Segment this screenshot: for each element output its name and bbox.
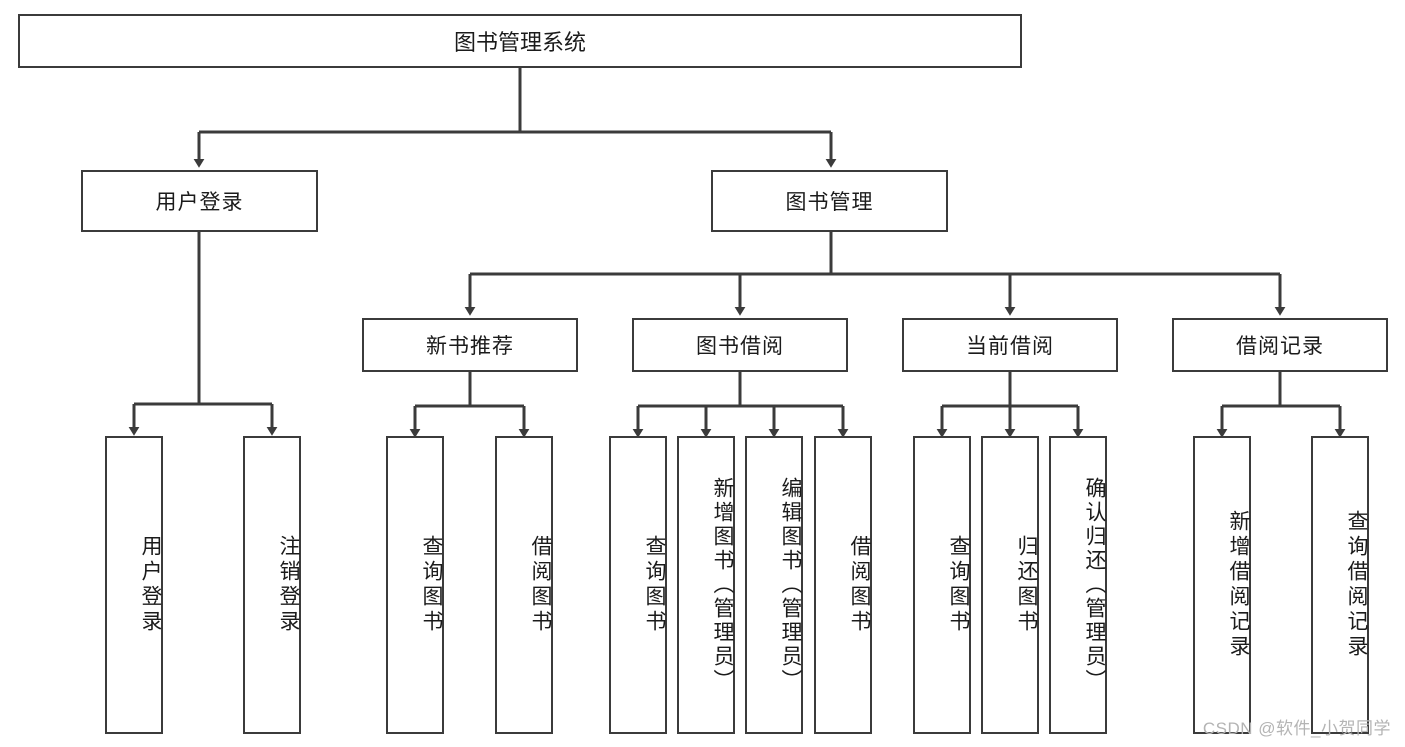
node-user-login[interactable]: 用户登录 xyxy=(81,170,318,232)
node-current-borrow-label: 当前借阅 xyxy=(966,335,1054,358)
node-root-label: 图书管理系统 xyxy=(453,30,586,55)
leaf-current-confirm-return-admin[interactable]: 确认归还（管理员） xyxy=(1049,436,1107,734)
leaf-label: 借阅图书 xyxy=(529,535,552,635)
node-current-borrow[interactable]: 当前借阅 xyxy=(902,318,1118,372)
leaf-record-query-record[interactable]: 查询借阅记录 xyxy=(1311,436,1369,734)
leaf-user-login-logout[interactable]: 注销登录 xyxy=(243,436,301,734)
leaf-label: 编辑图书（管理员） xyxy=(779,477,802,693)
node-book-management-label: 图书管理 xyxy=(785,191,874,214)
leaf-label: 查询图书 xyxy=(643,535,666,635)
node-book-management[interactable]: 图书管理 xyxy=(711,170,948,232)
leaf-new-book-query[interactable]: 查询图书 xyxy=(386,436,444,734)
leaf-label: 用户登录 xyxy=(139,535,162,635)
leaf-borrow-add-book-admin[interactable]: 新增图书（管理员） xyxy=(677,436,735,734)
leaf-borrow-edit-book-admin[interactable]: 编辑图书（管理员） xyxy=(745,436,803,734)
leaf-borrow-borrow-book[interactable]: 借阅图书 xyxy=(814,436,872,734)
leaf-user-login-login[interactable]: 用户登录 xyxy=(105,436,163,734)
leaf-label: 确认归还（管理员） xyxy=(1083,477,1106,693)
watermark: CSDN @软件_小贺同学 xyxy=(1202,719,1391,738)
node-new-book-recommend-label: 新书推荐 xyxy=(426,335,514,358)
node-borrow-record[interactable]: 借阅记录 xyxy=(1172,318,1388,372)
node-root-system[interactable]: 图书管理系统 xyxy=(18,14,1022,68)
leaf-label: 注销登录 xyxy=(277,535,300,635)
leaf-label: 新增图书（管理员） xyxy=(711,477,734,693)
leaf-new-book-borrow[interactable]: 借阅图书 xyxy=(495,436,553,734)
node-borrow-record-label: 借阅记录 xyxy=(1236,335,1324,358)
leaf-current-return-book[interactable]: 归还图书 xyxy=(981,436,1039,734)
node-book-borrow[interactable]: 图书借阅 xyxy=(632,318,848,372)
leaf-record-add-record[interactable]: 新增借阅记录 xyxy=(1193,436,1251,734)
leaf-label: 查询借阅记录 xyxy=(1345,510,1368,660)
node-new-book-recommend[interactable]: 新书推荐 xyxy=(362,318,578,372)
leaf-label: 查询图书 xyxy=(420,535,443,635)
leaf-label: 借阅图书 xyxy=(848,535,871,635)
node-user-login-label: 用户登录 xyxy=(155,191,244,214)
node-book-borrow-label: 图书借阅 xyxy=(696,335,784,358)
leaf-label: 查询图书 xyxy=(947,535,970,635)
leaf-current-query-book[interactable]: 查询图书 xyxy=(913,436,971,734)
leaf-borrow-query-book[interactable]: 查询图书 xyxy=(609,436,667,734)
leaf-label: 归还图书 xyxy=(1015,535,1038,635)
leaf-label: 新增借阅记录 xyxy=(1227,510,1250,660)
